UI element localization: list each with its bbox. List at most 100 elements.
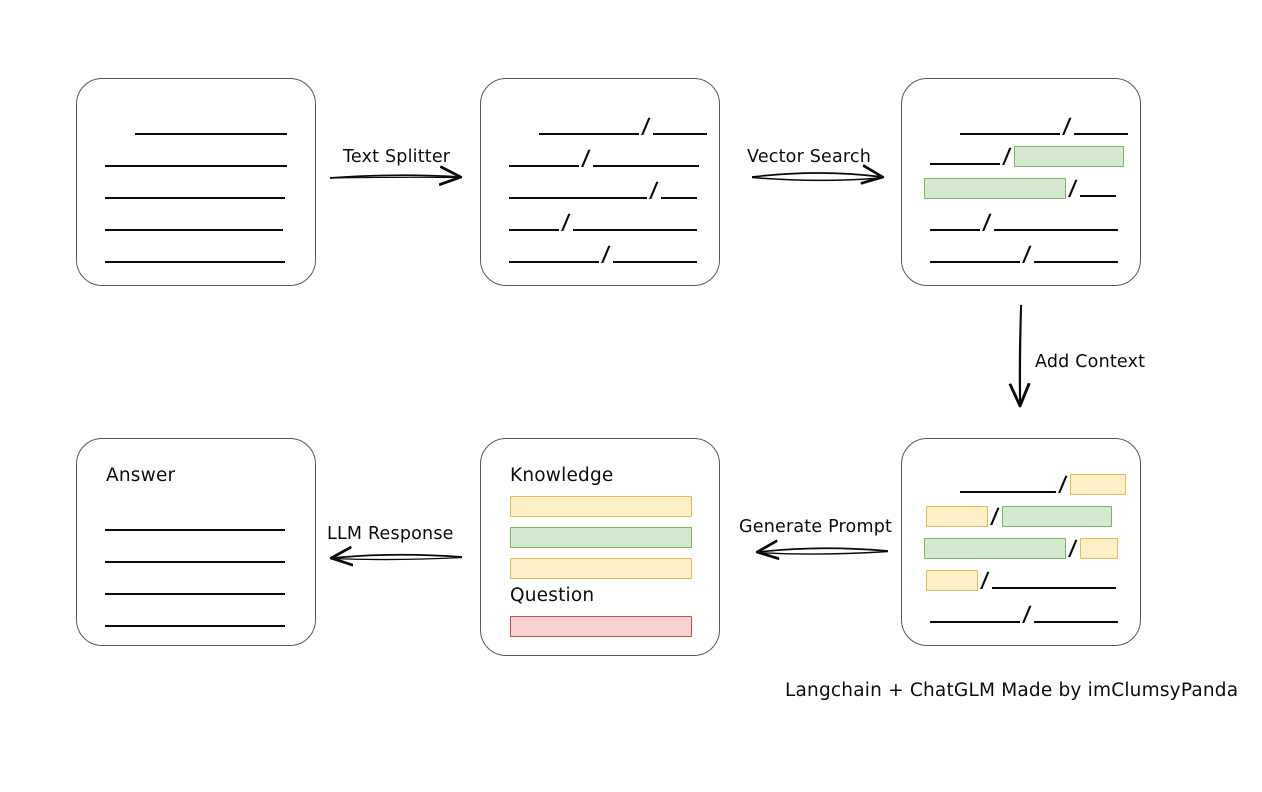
- text-row: /: [481, 146, 699, 170]
- highlighted-chunk-green: [924, 177, 1066, 199]
- text-row: /: [902, 472, 1126, 496]
- arrow-add-context: [1020, 304, 1022, 405]
- text-line-segment: [1073, 117, 1128, 135]
- text-line-segment: [509, 213, 559, 231]
- chunk-separator-slash: /: [1021, 602, 1032, 626]
- text-row: /: [902, 144, 1124, 168]
- chunk-separator-slash: /: [600, 242, 611, 266]
- highlighted-chunk-green: [1001, 505, 1112, 527]
- chunk-separator-slash: /: [648, 178, 659, 202]
- chunk-separator-slash: /: [1057, 472, 1068, 496]
- text-row: [77, 179, 285, 201]
- text-line-segment: [960, 475, 1056, 493]
- node-context-chunks[interactable]: / / / / /: [901, 438, 1141, 646]
- edge-label-llm-response: LLM Response: [327, 524, 454, 544]
- text-row: /: [902, 210, 1118, 234]
- text-row: [77, 211, 283, 233]
- chunk-separator-slash: /: [560, 210, 571, 234]
- text-line-segment: [105, 181, 285, 199]
- text-row: /: [481, 114, 707, 138]
- text-line-segment: [105, 577, 285, 595]
- text-line-segment: [612, 245, 697, 263]
- text-line-segment: [930, 605, 1020, 623]
- edge-label-vector-search: Vector Search: [747, 147, 872, 167]
- text-line-segment: [1079, 179, 1116, 197]
- text-line-segment: [660, 181, 697, 199]
- text-row: /: [902, 602, 1118, 626]
- text-line-segment: [509, 181, 647, 199]
- prompt-bar-red: [510, 616, 692, 637]
- text-line-segment: [993, 213, 1118, 231]
- node-answer[interactable]: Answer: [76, 438, 316, 646]
- text-line-segment: [930, 147, 1000, 165]
- node-split-chunks[interactable]: / / / / /: [480, 78, 720, 286]
- text-row: /: [902, 242, 1118, 266]
- chunk-separator-slash: /: [1061, 114, 1072, 138]
- chunk-separator-slash: /: [1021, 242, 1032, 266]
- arrow-generate-prompt: [757, 548, 889, 554]
- text-row: [77, 115, 287, 137]
- arrow-text-splitter: [329, 175, 460, 178]
- node-vector-matches[interactable]: / / / / /: [901, 78, 1141, 286]
- text-row: /: [481, 210, 697, 234]
- text-row: [77, 543, 285, 565]
- text-line-segment: [509, 149, 579, 167]
- text-row: [77, 607, 285, 629]
- highlighted-chunk-yellow: [926, 569, 978, 591]
- text-row: /: [902, 536, 1118, 560]
- text-line-segment: [991, 571, 1116, 589]
- text-line-segment: [930, 245, 1020, 263]
- text-row: /: [481, 178, 697, 202]
- chunk-separator-slash: /: [981, 210, 992, 234]
- prompt-bar-green: [510, 527, 692, 548]
- highlighted-chunk-green: [1013, 145, 1124, 167]
- edge-label-generate-prompt: Generate Prompt: [739, 517, 893, 537]
- text-line-segment: [105, 513, 285, 531]
- node-prompt-label: Knowledge: [510, 465, 614, 486]
- highlighted-chunk-yellow: [1079, 537, 1118, 559]
- text-row: /: [481, 242, 697, 266]
- chunk-separator-slash: /: [1001, 144, 1012, 168]
- text-line-segment: [960, 117, 1060, 135]
- text-line-segment: [592, 149, 699, 167]
- chunk-separator-slash: /: [1067, 536, 1078, 560]
- highlighted-chunk-yellow: [926, 505, 988, 527]
- edge-label-text-splitter: Text Splitter: [343, 147, 451, 167]
- node-answer-label: Answer: [106, 465, 176, 486]
- prompt-bar-yellow: [510, 496, 692, 517]
- text-line-segment: [105, 545, 285, 563]
- prompt-bar-yellow: [510, 558, 692, 579]
- text-row: [77, 243, 285, 265]
- text-line-segment: [509, 245, 599, 263]
- text-line-segment: [572, 213, 697, 231]
- node-source-document[interactable]: [76, 78, 316, 286]
- chunk-separator-slash: /: [640, 114, 651, 138]
- edge-label-add-context: Add Context: [1035, 352, 1146, 372]
- text-line-segment: [105, 609, 285, 627]
- text-line-segment: [105, 149, 287, 167]
- text-row: /: [902, 176, 1116, 200]
- text-line-segment: [930, 213, 980, 231]
- text-line-segment: [105, 245, 285, 263]
- text-line-segment: [135, 117, 287, 135]
- text-line-segment: [652, 117, 707, 135]
- chunk-separator-slash: /: [979, 568, 990, 592]
- highlighted-chunk-green: [924, 537, 1066, 559]
- chunk-separator-slash: /: [989, 504, 1000, 528]
- highlighted-chunk-yellow: [1069, 473, 1126, 495]
- text-row: [77, 575, 285, 597]
- text-row: /: [902, 114, 1128, 138]
- text-row: [77, 511, 285, 533]
- text-line-segment: [539, 117, 639, 135]
- node-prompt-label: Question: [510, 585, 595, 606]
- text-line-segment: [1033, 245, 1118, 263]
- text-row: /: [902, 504, 1112, 528]
- text-line-segment: [1033, 605, 1118, 623]
- chunk-separator-slash: /: [580, 146, 591, 170]
- text-row: /: [902, 568, 1116, 592]
- arrow-vector-search: [751, 173, 882, 180]
- text-line-segment: [105, 213, 283, 231]
- text-row: [77, 147, 287, 169]
